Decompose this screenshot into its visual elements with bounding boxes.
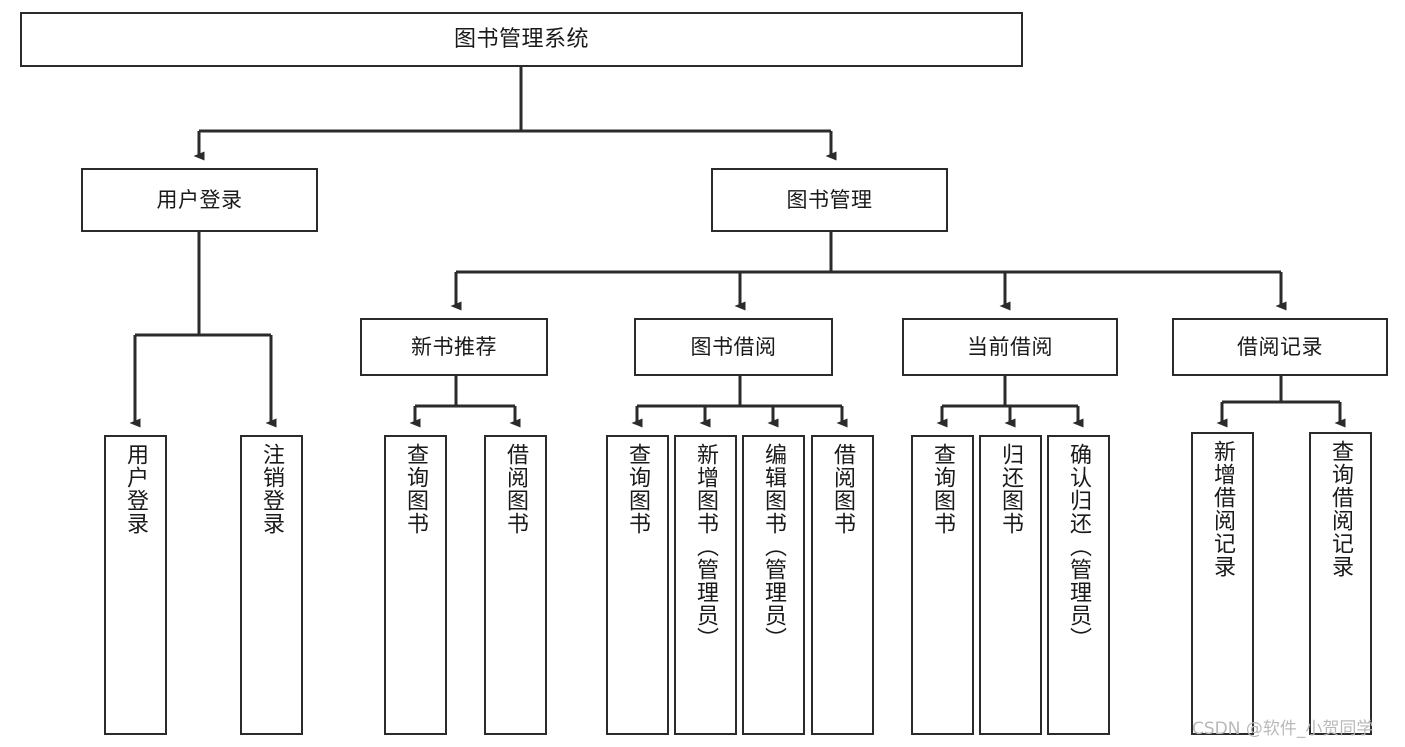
node-leaf-borrow-book-2[interactable]: 借阅图书 xyxy=(811,435,874,735)
node-leaf-query-book-2[interactable]: 查询图书 xyxy=(606,435,669,735)
node-leaf-add-book-label: 新增图书（管理员） xyxy=(693,443,719,650)
node-book-borrow[interactable]: 图书借阅 xyxy=(634,318,833,376)
node-root-system-label: 图书管理系统 xyxy=(453,26,589,52)
node-leaf-query-record-label: 查询借阅记录 xyxy=(1328,440,1354,578)
node-borrow-record[interactable]: 借阅记录 xyxy=(1172,318,1388,376)
node-leaf-user-logout-label: 注销登录 xyxy=(259,443,285,535)
node-leaf-query-book-3-label: 查询图书 xyxy=(930,443,956,535)
node-book-manage-label: 图书管理 xyxy=(786,187,873,212)
node-leaf-user-logout[interactable]: 注销登录 xyxy=(240,435,303,735)
node-user-login[interactable]: 用户登录 xyxy=(81,168,318,232)
node-leaf-return-book[interactable]: 归还图书 xyxy=(979,435,1042,735)
node-leaf-edit-book[interactable]: 编辑图书（管理员） xyxy=(742,435,805,735)
node-leaf-return-book-label: 归还图书 xyxy=(998,443,1024,535)
node-leaf-add-record[interactable]: 新增借阅记录 xyxy=(1191,432,1254,735)
node-leaf-borrow-book-1-label: 借阅图书 xyxy=(503,443,529,535)
node-new-book-recommend-label: 新书推荐 xyxy=(411,334,497,359)
csdn-watermark: CSDN @软件_小贺同学 xyxy=(1192,719,1374,739)
node-leaf-confirm-return-label: 确认归还（管理员） xyxy=(1066,443,1092,650)
node-leaf-confirm-return[interactable]: 确认归还（管理员） xyxy=(1047,435,1110,735)
node-book-borrow-label: 图书借阅 xyxy=(690,334,777,359)
node-leaf-query-book-3[interactable]: 查询图书 xyxy=(911,435,974,735)
node-new-book-recommend[interactable]: 新书推荐 xyxy=(360,318,548,376)
node-leaf-edit-book-label: 编辑图书（管理员） xyxy=(761,443,787,650)
node-leaf-query-book-2-label: 查询图书 xyxy=(625,443,651,535)
node-current-borrow-label: 当前借阅 xyxy=(967,334,1053,359)
node-leaf-query-record[interactable]: 查询借阅记录 xyxy=(1309,432,1372,735)
node-leaf-borrow-book-1[interactable]: 借阅图书 xyxy=(484,435,547,735)
node-root-system[interactable]: 图书管理系统 xyxy=(20,12,1023,67)
node-leaf-query-book-1-label: 查询图书 xyxy=(403,443,429,535)
node-user-login-label: 用户登录 xyxy=(156,187,243,212)
node-leaf-add-book[interactable]: 新增图书（管理员） xyxy=(674,435,737,735)
node-borrow-record-label: 借阅记录 xyxy=(1237,334,1323,359)
node-leaf-add-record-label: 新增借阅记录 xyxy=(1210,440,1236,578)
node-current-borrow[interactable]: 当前借阅 xyxy=(902,318,1118,376)
node-leaf-query-book-1[interactable]: 查询图书 xyxy=(384,435,447,735)
node-leaf-borrow-book-2-label: 借阅图书 xyxy=(830,443,856,535)
node-book-manage[interactable]: 图书管理 xyxy=(711,168,948,232)
node-leaf-user-login-label: 用户登录 xyxy=(123,443,149,535)
node-leaf-user-login[interactable]: 用户登录 xyxy=(104,435,167,735)
